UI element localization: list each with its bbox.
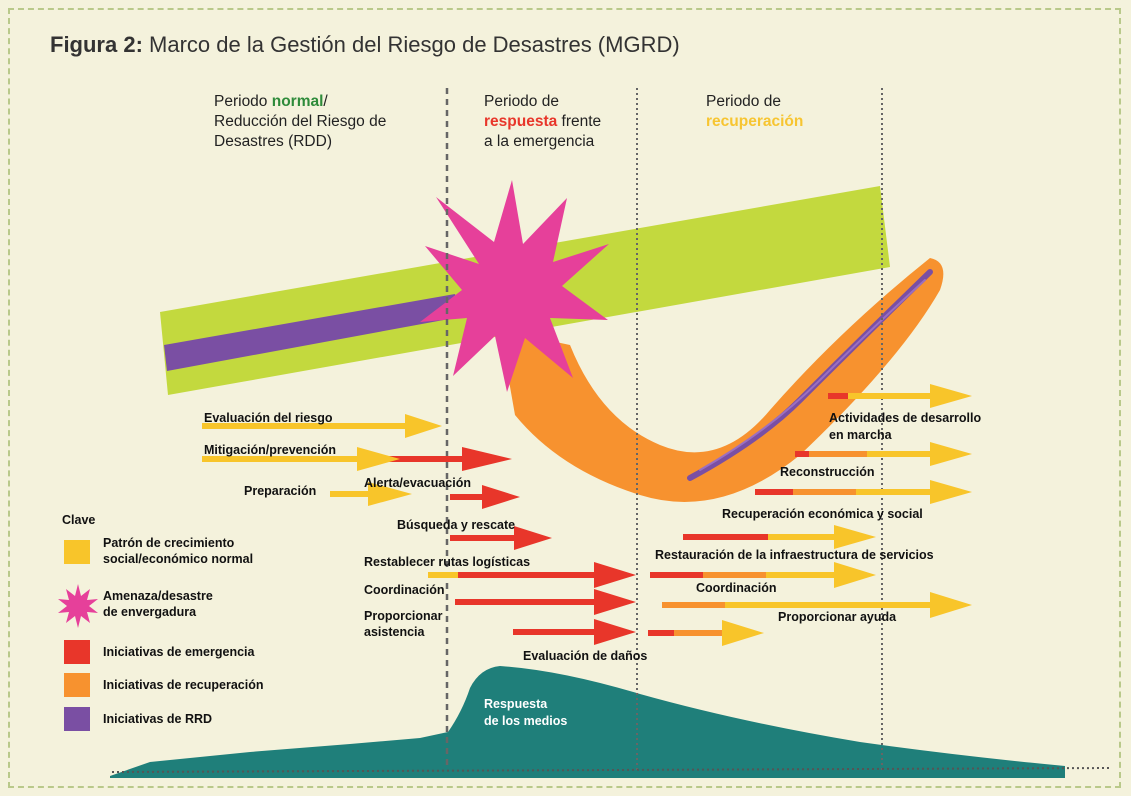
label-coordinacion-1: Coordinación	[364, 583, 445, 597]
label-asistencia-line2: asistencia	[364, 625, 426, 639]
legend-swatch-rrd	[64, 707, 90, 731]
legend-disaster-line2: de envergadura	[103, 605, 197, 619]
legend-swatch-growth	[64, 540, 90, 564]
arrow-coordinacion-1	[455, 589, 636, 615]
legend-swatch-recovery	[64, 673, 90, 697]
arrow-alerta	[450, 485, 520, 509]
period-respuesta-label: Periodo de respuesta frente a la emergen…	[484, 93, 602, 150]
arrow-desarrollo	[828, 384, 972, 408]
figure-number: Figura 2:	[50, 32, 143, 57]
label-recuperacion-eco: Recuperación económica y social	[722, 507, 923, 521]
label-asistencia-line1: Proporcionar	[364, 609, 443, 623]
media-response-area	[110, 666, 1065, 778]
recovery-boomerang	[500, 258, 944, 502]
legend-title: Clave	[62, 513, 95, 527]
figure-caption: Marco de la Gestión del Riesgo de Desast…	[149, 32, 680, 57]
period-normal-label: Periodo normal/ Reducción del Riesgo de …	[214, 93, 387, 150]
legend-rrd: Iniciativas de RRD	[103, 712, 212, 726]
label-alerta: Alerta/evacuación	[364, 476, 471, 490]
dashed-frame	[8, 8, 1121, 788]
legend-disaster-line1: Amenaza/desastre	[103, 589, 213, 603]
arrow-evaluacion-riesgo	[202, 414, 442, 438]
period-normal-emphasis: normal	[271, 93, 324, 110]
media-label-line2: de los medios	[484, 714, 567, 728]
label-preparacion: Preparación	[244, 484, 316, 498]
label-desarrollo-line2: en marcha	[829, 428, 893, 442]
label-rutas: Restablecer rutas logísticas	[364, 555, 530, 569]
baseline	[111, 767, 1111, 773]
label-mitigacion: Mitigación/prevención	[204, 443, 336, 457]
label-ayuda: Proporcionar ayuda	[778, 610, 897, 624]
label-infraestructura: Restauración de la infraestructura de se…	[655, 548, 934, 562]
arrow-busqueda	[450, 526, 552, 550]
period-respuesta-emphasis: respuesta	[484, 113, 558, 130]
arrow-reconstruccion	[795, 442, 972, 466]
label-busqueda: Búsqueda y rescate	[397, 518, 515, 532]
arrow-recuperacion-eco	[755, 480, 972, 504]
disaster-star	[420, 180, 609, 392]
arrow-mitigacion	[202, 447, 512, 471]
arrow-preparacion	[330, 482, 412, 506]
period-recuperacion-label: Periodo de recuperación	[706, 93, 804, 130]
label-evaluacion-riesgo: Evaluación del riesgo	[204, 411, 333, 425]
legend-recovery: Iniciativas de recuperación	[103, 678, 264, 692]
figure-title: Figura 2: Marco de la Gestión del Riesgo…	[50, 32, 680, 58]
arrow-ayuda	[662, 592, 972, 618]
arrow-rutas	[428, 562, 636, 588]
legend-star-icon	[58, 584, 98, 628]
label-coordinacion-2: Coordinación	[696, 581, 777, 595]
legend-growth-line2: social/económico normal	[103, 552, 253, 566]
arrow-infraestructura	[683, 525, 876, 549]
label-desarrollo-line1: Actividades de desarrollo	[829, 411, 982, 425]
arrow-evaluacion-danos-recovery	[648, 620, 764, 646]
media-label-line1: Respuesta	[484, 697, 548, 711]
period-recuperacion-emphasis: recuperación	[706, 113, 804, 130]
label-evaluacion-danos: Evaluación de daños	[523, 649, 647, 663]
legend-emergency: Iniciativas de emergencia	[103, 645, 256, 659]
legend-swatch-emergency	[64, 640, 90, 664]
arrow-coordinacion-2	[650, 562, 876, 588]
arrow-evaluacion-danos	[513, 619, 636, 645]
label-reconstruccion: Reconstrucción	[780, 465, 874, 479]
rrd-band	[164, 294, 460, 371]
legend-growth-line1: Patrón de crecimiento	[103, 536, 235, 550]
legend: Clave Patrón de crecimiento social/econó…	[58, 513, 264, 731]
